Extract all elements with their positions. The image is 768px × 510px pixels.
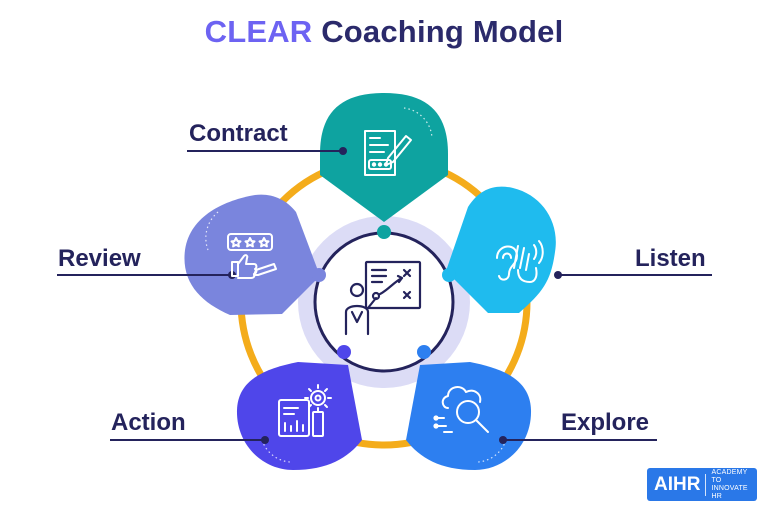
logo-tagline-line-1: ACADEMY TO bbox=[711, 468, 748, 484]
leader-lines bbox=[57, 150, 712, 441]
logo-tagline: ACADEMY TO INNOVATE HR bbox=[706, 469, 757, 501]
label-review: Review bbox=[58, 245, 141, 272]
cloud-magnifier-icon bbox=[433, 386, 489, 433]
label-contract: Contract bbox=[189, 120, 288, 147]
contract-document-pen-icon bbox=[364, 130, 412, 176]
petal-review[interactable] bbox=[184, 194, 320, 315]
connector-dot-action bbox=[337, 345, 351, 359]
connector-dot-contract bbox=[377, 225, 391, 239]
connector-dot-listen bbox=[442, 268, 456, 282]
petal-action[interactable] bbox=[236, 362, 362, 470]
logo-mark: AIHR bbox=[647, 473, 707, 496]
center-circle bbox=[313, 231, 455, 373]
petal-explore[interactable] bbox=[406, 362, 532, 470]
logo-tagline-line-2: INNOVATE HR bbox=[711, 484, 748, 500]
connector-dot-explore bbox=[417, 345, 431, 359]
petal-contract[interactable] bbox=[320, 93, 448, 222]
ear-hand-icon bbox=[496, 240, 544, 283]
label-listen: Listen bbox=[635, 245, 706, 272]
label-action: Action bbox=[111, 409, 186, 436]
page-title: CLEAR Coaching Model bbox=[0, 14, 768, 50]
label-explore: Explore bbox=[561, 409, 650, 436]
presenter-strategy-board-icon bbox=[344, 260, 422, 336]
title-rest: Coaching Model bbox=[312, 14, 564, 49]
connector-dot-review bbox=[312, 268, 326, 282]
aihr-logo: AIHR ACADEMY TO INNOVATE HR bbox=[647, 468, 757, 501]
rating-thumbs-up-icon bbox=[227, 233, 277, 279]
title-accent: CLEAR bbox=[204, 14, 313, 49]
action-plan-gear-icon bbox=[278, 384, 332, 437]
